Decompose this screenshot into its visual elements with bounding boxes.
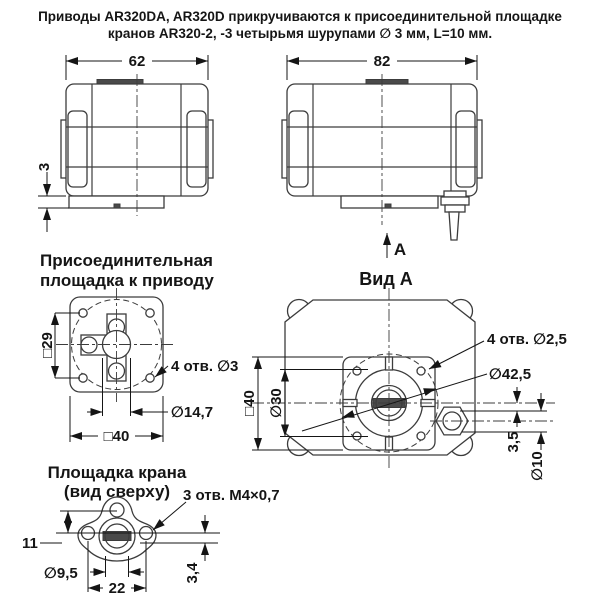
plate-hole bbox=[352, 366, 362, 376]
dim-3-5: 3,5 bbox=[505, 432, 522, 453]
dim-dia42-5: ∅42,5 bbox=[489, 366, 531, 383]
front-view: 62 3 bbox=[36, 53, 214, 232]
right-tab bbox=[186, 110, 207, 188]
plate-hole bbox=[416, 431, 426, 441]
screw-hole bbox=[145, 308, 155, 318]
dim-text-mask bbox=[103, 580, 131, 595]
dim-62: 62 bbox=[129, 53, 146, 70]
mount-pad-view: Присоединительная площадка к приводу □29… bbox=[39, 251, 238, 445]
note-line-2: кранов AR320-2, -3 четырьмя шурупами ∅ 3… bbox=[108, 26, 492, 41]
screw-hole bbox=[145, 373, 155, 383]
view-a-title: Вид А bbox=[359, 269, 413, 289]
dim-11: 11 bbox=[22, 535, 38, 552]
dim-text-mask bbox=[98, 428, 135, 444]
right-tab bbox=[455, 110, 476, 188]
mount-pad-title-1: Присоединительная bbox=[40, 251, 213, 270]
cable-gland-nut bbox=[440, 196, 470, 206]
dim-dia30: ∅30 bbox=[268, 388, 285, 418]
flange-hole-top bbox=[109, 502, 125, 518]
mount-pad-title-2: площадка к приводу bbox=[40, 271, 214, 290]
holes-label-valve: 3 отв. М4×0,7 bbox=[183, 487, 280, 504]
view-a-arrow-label: А bbox=[394, 240, 406, 259]
dim-dia9-5: ∅9,5 bbox=[44, 565, 78, 582]
left-tab bbox=[67, 110, 88, 188]
screw-hole bbox=[78, 373, 88, 383]
view-a: Вид А □40 ∅30 4 отв. ∅2,5 bbox=[241, 269, 567, 481]
stem-slot bbox=[102, 531, 132, 541]
dim-82: 82 bbox=[374, 53, 391, 70]
dim-sq29: □29 bbox=[39, 332, 56, 358]
cable bbox=[448, 211, 460, 241]
arrow-upright bbox=[423, 388, 436, 396]
dia42-leader bbox=[301, 373, 488, 432]
note-line-1: Приводы AR320DA, AR320D прикручиваются к… bbox=[38, 9, 562, 24]
plate-hole bbox=[416, 366, 426, 376]
side-view: 82 А bbox=[281, 53, 483, 259]
dim-22: 22 bbox=[109, 580, 126, 597]
valve-pad-view: Площадка крана (вид сверху) 3 отв. М4×0,… bbox=[22, 463, 280, 597]
cable-gland-top bbox=[443, 190, 467, 198]
dim-text-mask bbox=[122, 53, 152, 68]
cable-gland-base bbox=[444, 204, 466, 213]
dim-text-mask bbox=[367, 53, 397, 68]
holes-leader bbox=[152, 501, 187, 531]
holes-leader bbox=[154, 365, 169, 378]
screw-hole bbox=[78, 308, 88, 318]
dim-sq40: □40 bbox=[104, 428, 130, 445]
dim-3-4: 3,4 bbox=[184, 562, 201, 584]
holes-leader bbox=[428, 340, 485, 370]
dim-sq40-viewa: □40 bbox=[241, 390, 258, 416]
base-mark bbox=[384, 203, 392, 209]
dim-3: 3 bbox=[36, 163, 53, 171]
holes-label-pad: 4 отв. ∅3 bbox=[171, 358, 238, 375]
valve-pad-title-2: (вид сверху) bbox=[64, 482, 170, 501]
left-tab bbox=[288, 110, 309, 188]
dim-dia14-7: ∅14,7 bbox=[171, 404, 213, 421]
header-note: Приводы AR320DA, AR320D прикручиваются к… bbox=[38, 9, 562, 41]
base-mark bbox=[113, 203, 121, 209]
valve-stem-inner bbox=[104, 523, 130, 549]
holes-label-viewa: 4 отв. ∅2,5 bbox=[487, 331, 567, 348]
arrow-downleft bbox=[342, 410, 355, 418]
slot-hole-left bbox=[80, 336, 98, 354]
dim-dia10: ∅10 bbox=[529, 451, 546, 481]
valve-pad-title-1: Площадка крана bbox=[48, 463, 187, 482]
